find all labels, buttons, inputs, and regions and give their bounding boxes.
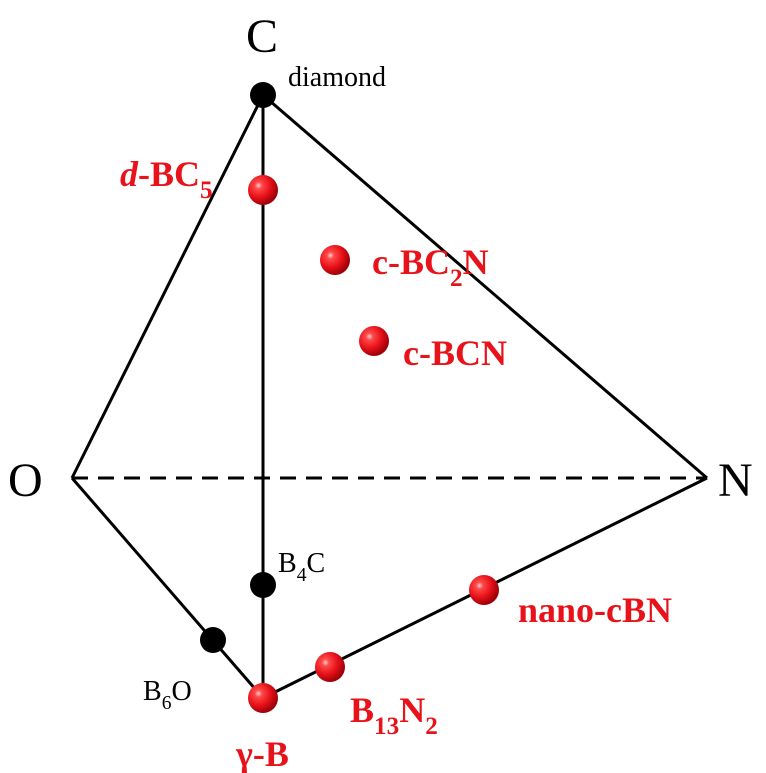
d-bc5-marker	[248, 175, 278, 205]
gamma-b-marker	[248, 683, 278, 713]
b6o-marker	[200, 627, 226, 653]
edge-c-n	[262, 93, 708, 480]
b6o-label: B6O	[143, 676, 192, 714]
b4c-label: B4C	[278, 548, 325, 586]
gamma-b-label: γ-B	[235, 734, 289, 773]
vertex-label-n: N	[718, 454, 753, 507]
b13n2-label: B13N2	[350, 690, 438, 740]
vertex-label-c: C	[246, 10, 278, 63]
d-bc5-label: d-BC5	[120, 154, 213, 204]
c-bcn-label: c-BCN	[403, 333, 507, 373]
nano-cbn-marker	[469, 575, 499, 605]
c-bcn-marker	[359, 326, 389, 356]
b4c-marker	[250, 572, 276, 598]
edge-c-o	[70, 94, 265, 479]
vertex-label-o: O	[8, 454, 43, 507]
diamond-label: diamond	[288, 62, 386, 93]
edge-o-b	[70, 477, 265, 699]
c-bc2n-label: c-BC2N	[372, 242, 489, 292]
c-bc2n-marker	[320, 245, 350, 275]
diamond-marker	[250, 82, 276, 108]
nano-cbn-label: nano-cBN	[518, 590, 672, 630]
b13n2-marker	[315, 652, 345, 682]
